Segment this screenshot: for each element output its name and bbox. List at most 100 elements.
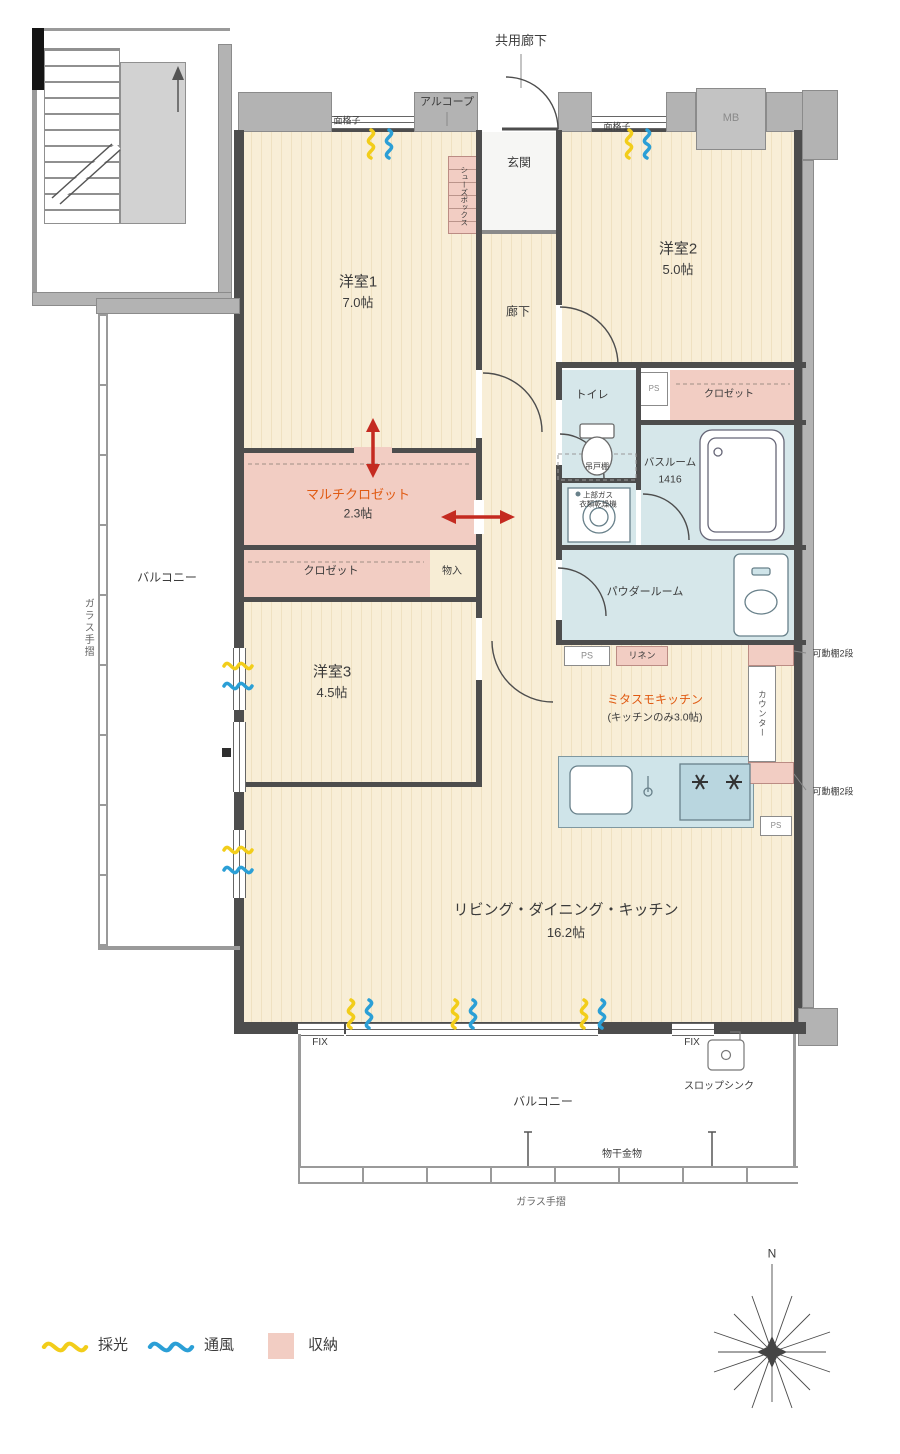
shelf-bottom-box	[748, 762, 794, 784]
label-shelf-bottom: 可動棚2段	[812, 786, 854, 797]
hallway-floor	[482, 234, 556, 645]
wall-bath-powder	[556, 545, 806, 550]
wall-hall-toilet-a	[556, 365, 562, 400]
window-yoshitsu3	[233, 648, 246, 710]
wall-y3-ldk	[234, 782, 482, 787]
label-closet-left: クロゼット	[303, 565, 359, 578]
label-mengoshi-right: 面格子	[603, 121, 631, 132]
closet-right	[670, 370, 794, 420]
stairwell-right-wall	[218, 44, 232, 306]
label-common-corridor: 共用廊下	[494, 32, 548, 48]
mono-ire	[430, 550, 476, 597]
legend-daylight-icon	[44, 1344, 86, 1351]
label-ldk: リビング・ダイニング・キッチン	[453, 901, 679, 919]
label-mb: MB	[722, 112, 740, 125]
wall-closet-bath	[641, 420, 806, 425]
ps-bottom-box	[760, 816, 792, 836]
label-ldk-size: 16.2帖	[546, 924, 586, 940]
wall-hall-toilet-b	[556, 465, 562, 560]
slop-sink-icon	[707, 1031, 745, 1071]
label-dryer-line1: 上部ガス	[583, 490, 613, 500]
label-ps-bottom: PS	[770, 821, 782, 830]
genkan-step	[480, 230, 556, 234]
label-bathroom-size: 1416	[658, 473, 682, 486]
genkan-floor	[480, 132, 556, 232]
wall-hall-y3	[476, 680, 482, 787]
ps-top-box	[640, 372, 668, 406]
label-yoshitsu2: 洋室2	[658, 240, 698, 258]
gap-vertical-arrow	[354, 447, 392, 454]
legend-ventilation-label: 通風	[203, 1336, 235, 1354]
wall-toilet-washer	[562, 478, 636, 483]
label-ps-mid: PS	[580, 650, 594, 661]
label-yoshitsu2-size: 5.0帖	[662, 261, 694, 277]
balcony-left-bottom-line	[98, 946, 240, 950]
gap-horizontal-arrow	[474, 500, 484, 534]
label-counter: カウンター	[757, 690, 768, 738]
label-powder-room: パウダールーム	[606, 586, 684, 599]
window-yoshitsu2	[592, 116, 666, 129]
corner-top-right	[802, 90, 838, 160]
label-balcony-bottom: バルコニー	[513, 1094, 573, 1109]
label-yoshitsu1: 洋室1	[338, 273, 378, 291]
wall-hall-powder	[556, 620, 562, 645]
multi-closet	[242, 453, 476, 545]
label-shoes-box: シューズボックス	[459, 166, 469, 226]
label-hallway: 廊下	[505, 304, 531, 319]
label-fix-right: FIX	[684, 1036, 700, 1048]
right-wall-outer	[802, 160, 814, 1008]
shoe-box	[448, 156, 478, 234]
window-ldk-left	[233, 830, 246, 898]
label-balcony-left: バルコニー	[137, 570, 197, 585]
label-kitchen-size: (キッチンのみ3.0帖)	[607, 711, 703, 724]
label-ps-top: PS	[648, 384, 660, 393]
wall-hall-y2	[556, 130, 562, 305]
top-wall-d	[666, 92, 696, 132]
fix-window-right	[672, 1023, 714, 1036]
room-yoshitsu3	[242, 602, 476, 782]
kitchen-counter	[558, 756, 754, 828]
stairwell-top-line	[32, 28, 230, 31]
label-yoshitsu3-size: 4.5帖	[316, 684, 348, 700]
window-yoshitsu1	[332, 116, 414, 129]
wall-hall-y1-lower	[476, 438, 482, 548]
stair-landing	[120, 62, 186, 224]
label-linen: リネン	[628, 650, 656, 661]
label-glass-rail-bottom: ガラス手摺	[516, 1196, 566, 1208]
label-mono-ire: 物入	[442, 565, 462, 577]
wall-toilet-bath	[636, 368, 641, 490]
label-bathroom: バスルーム	[643, 456, 697, 469]
wall-y2-bottom	[556, 362, 806, 368]
legend-ventilation-icon	[150, 1344, 192, 1351]
label-dryer: 上部ガス 衣類乾燥機	[579, 491, 617, 510]
closet-left	[242, 550, 430, 597]
balcony-bottom-rail	[298, 1166, 798, 1184]
ps-mid-box	[564, 646, 610, 666]
legend-daylight-label: 採光	[97, 1336, 129, 1354]
label-shelf-top: 可動棚2段	[812, 648, 854, 659]
label-kitchen: ミタスモキッチン	[606, 692, 704, 707]
sliding-door-left	[233, 722, 246, 792]
label-genkan: 玄関	[506, 155, 532, 170]
balcony-bottom-left-line	[298, 1034, 301, 1166]
balcony-bottom-right-line	[793, 1034, 796, 1166]
right-wall	[794, 130, 802, 1022]
balcony-left-top-wall	[96, 298, 240, 314]
wall-closet-top	[234, 545, 482, 550]
label-tsuridana: 吊戸棚	[585, 462, 609, 471]
label-toilet: トイレ	[575, 389, 609, 402]
wall-hall-monoire	[476, 548, 482, 618]
label-glass-rail-left: ガラス手摺	[82, 598, 94, 658]
mb-box	[696, 88, 766, 150]
top-wall-b	[414, 92, 478, 132]
fix-window-left	[298, 1023, 344, 1036]
room-yoshitsu1	[242, 132, 476, 448]
ldk-right	[482, 645, 794, 1022]
label-mengoshi-left: 面格子	[333, 115, 361, 126]
left-wall	[234, 130, 244, 1022]
counter-box	[748, 666, 776, 762]
compass-icon	[713, 1264, 831, 1409]
label-alcove: アルコープ	[419, 96, 475, 109]
stairs	[44, 48, 120, 224]
